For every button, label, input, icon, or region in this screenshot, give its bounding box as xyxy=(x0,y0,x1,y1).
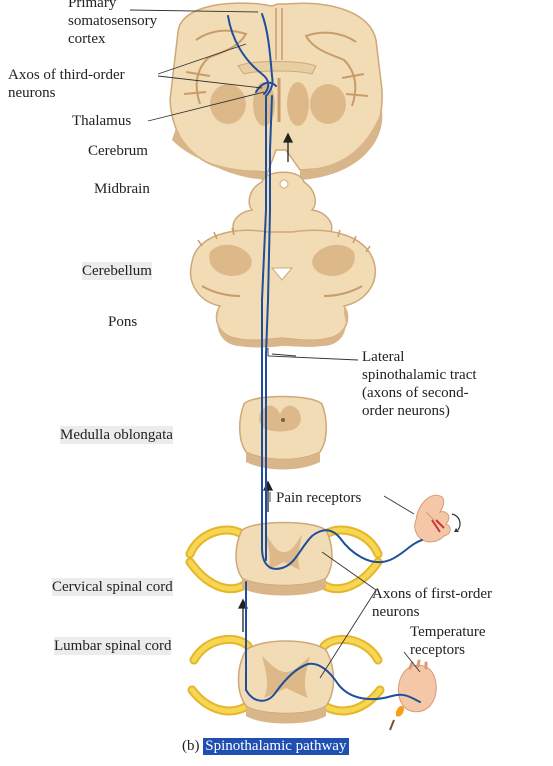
label-first-order-axons: Axons of first-order neurons xyxy=(372,586,492,620)
cerebrum-section xyxy=(169,2,383,180)
label-temperature-receptors: Temperature receptors xyxy=(410,624,486,658)
caption-title: Spinothalamic pathway xyxy=(203,738,350,755)
label-medulla-oblongata: Medulla oblongata xyxy=(60,426,173,444)
lumbar-cord-section xyxy=(187,634,385,724)
label-lumbar-spinal-cord: Lumbar spinal cord xyxy=(54,637,172,655)
label-third-order-axons: Axos of third-order neurons xyxy=(8,67,125,101)
cervical-cord-section xyxy=(185,521,383,596)
figure-caption: (b) Spinothalamic pathway xyxy=(182,736,350,756)
label-pain-receptors: Pain receptors xyxy=(276,490,362,506)
label-cervical-spinal-cord: Cervical spinal cord xyxy=(52,578,173,596)
label-primary-somatosensory-cortex: Primary somatosensory cortex xyxy=(68,0,158,47)
cerebellum-pons-section xyxy=(189,227,376,348)
caption-prefix: (b) xyxy=(182,738,200,754)
hand-illustration xyxy=(414,494,461,543)
label-midbrain: Midbrain xyxy=(94,181,150,197)
label-lateral-spinothalamic-tract: Lateral spinothalamic tract (axons of se… xyxy=(362,349,477,419)
medulla-section xyxy=(239,395,327,470)
leader-lines xyxy=(129,9,421,679)
label-pons: Pons xyxy=(108,314,138,330)
label-thalamus: Thalamus xyxy=(72,113,132,129)
neural-pathway xyxy=(227,13,423,703)
label-cerebellum: Cerebellum xyxy=(82,262,152,280)
label-cerebrum: Cerebrum xyxy=(88,143,148,159)
